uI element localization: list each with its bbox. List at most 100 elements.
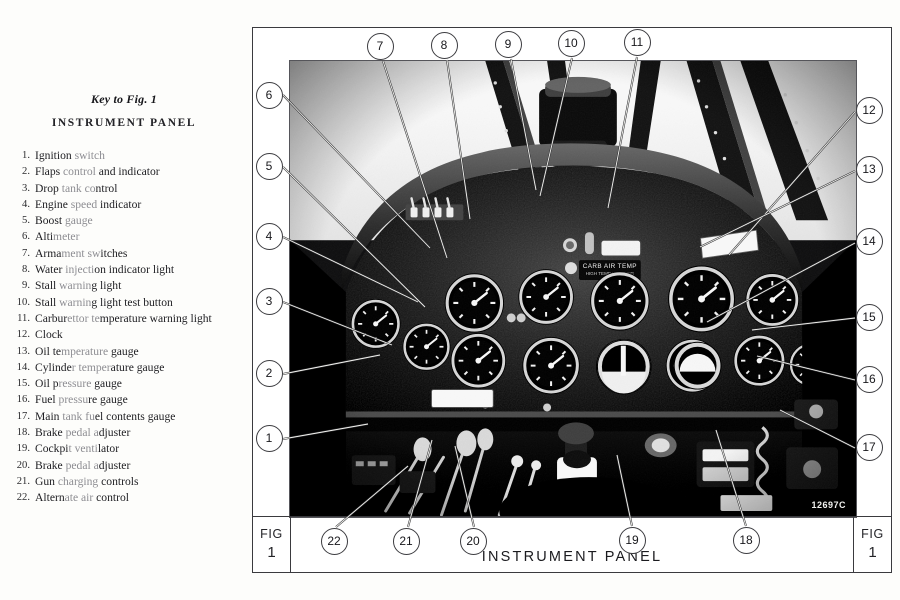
callout-number: 22 [327,534,341,548]
key-item-list: 1. Ignition switch 2. Flaps control and ind… [10,148,248,507]
key-item-number: 18. [16,427,30,439]
key-item-number: 17. [16,410,30,422]
callout-7[interactable]: 7 [366,32,394,60]
fig-label-left-number: 1 [267,544,276,561]
key-item-number: 1. [22,150,30,161]
callout-number: 19 [625,533,639,547]
callout-4[interactable]: 4 [255,222,283,250]
callout-1[interactable]: 1 [255,424,283,452]
key-item-label: Ignition switch [35,149,105,162]
key-item-number: 2. [22,166,30,178]
callout-16[interactable]: 16 [855,365,883,393]
key-item-number: 4. [22,198,30,210]
key-item-number: 19. [16,443,30,455]
callout-number: 1 [265,431,273,445]
callout-number: 13 [862,162,876,176]
fig-label-right: FIG 1 [853,516,891,572]
key-item-number: 5. [22,215,30,227]
callout-18[interactable]: 18 [732,526,760,554]
key-item-number: 14. [16,361,30,373]
callout-8[interactable]: 8 [430,31,458,59]
key-item-number: 16. [16,394,30,406]
fig-label-left-text: FIG [260,527,283,541]
callout-number: 16 [862,372,876,386]
key-item-label: Cockpit ventilator [35,442,120,456]
key-item-number: 6. [22,231,30,243]
callout-17[interactable]: 17 [855,433,883,461]
callout-number: 14 [862,234,876,248]
callout-number: 20 [466,534,480,548]
key-item: 11.Carburettor temperature warning light [10,311,248,327]
key-item: 9.Stall warning light [10,278,248,294]
callout-20[interactable]: 20 [459,527,487,555]
callout-number: 2 [265,366,273,380]
key-item-label: Engine speed indicator [35,197,142,211]
callout-number: 12 [862,103,876,117]
figure-frame: CARB AIR TEMP HIGH TEMP WARNING [252,27,892,573]
fig-label-right-text: FIG [861,527,884,541]
callout-10[interactable]: 10 [557,29,585,57]
key-item: 7.Armament switches [10,246,248,262]
key-item: 10.Stall warning light test button [10,295,248,311]
photo-negative-id: 12697C [811,500,846,510]
figure-caption: INSTRUMENT PANEL [481,549,663,565]
callout-22[interactable]: 22 [320,527,348,555]
callout-12[interactable]: 12 [855,96,883,124]
key-item-label: Boost gauge [35,214,93,228]
key-item: 12.Clock [10,327,248,343]
key-item: 13. Oil temperature gauge [10,344,248,360]
key-item-label: Carburettor temperature warning light [35,311,212,325]
callout-number: 7 [376,39,384,53]
key-item-number: 7. [22,247,30,259]
key-item-label: Clock [35,328,63,342]
callout-number: 9 [504,37,512,51]
key-item: 5. Boost gauge [10,213,248,229]
callout-11[interactable]: 11 [623,28,651,56]
callout-15[interactable]: 15 [855,303,883,331]
key-item: 2. Flaps control and indicator [10,164,248,180]
callout-number: 21 [399,534,413,548]
key-item: 6. Altimeter [10,229,248,245]
callout-6[interactable]: 6 [255,81,283,109]
key-item-label: Oil pressure gauge [35,377,122,391]
callout-number: 18 [739,533,753,547]
key-item-label: Water injection indicator light [35,263,175,277]
key-column: Key to Fig. 1 INSTRUMENT PANEL 1.Ignitio… [0,0,248,600]
photo-image: CARB AIR TEMP HIGH TEMP WARNING [290,61,856,517]
key-item: 8.Water injection indicator light [10,262,248,278]
callout-number: 6 [265,88,273,102]
callout-3[interactable]: 3 [255,287,283,315]
key-item-label: Drop tank control [35,181,118,195]
key-item-label: Brake pedal adjuster [35,426,131,440]
cockpit-photograph: CARB AIR TEMP HIGH TEMP WARNING [289,60,857,518]
key-item: 22.Alternate air control [10,490,248,506]
key-item-label: Stall warning light test button [35,295,173,309]
key-item-label: Oil temperature gauge [35,344,139,358]
callout-number: 15 [862,310,876,324]
callout-13[interactable]: 13 [855,155,883,183]
key-item-label: Alternate air control [35,491,130,505]
key-item-label: Flaps control and indicator [35,165,160,179]
key-item-number: 20. [16,459,30,471]
callout-21[interactable]: 21 [392,527,420,555]
key-item: 3.Drop tank control [10,181,248,197]
key-item-label: Cylinder temperature gauge [35,360,165,374]
callout-2[interactable]: 2 [255,359,283,387]
key-item-label: Altimeter [35,230,80,244]
key-item: 14. Cylinder temperature gauge [10,360,248,376]
key-item: 15.Oil pressure gauge [10,376,248,392]
key-item-label: Main tank fuel contents gauge [35,409,176,423]
key-item: 1. Ignition switch [10,148,248,164]
key-item-number: 13. [16,345,30,357]
callout-19[interactable]: 19 [618,526,646,554]
callout-14[interactable]: 14 [855,227,883,255]
callout-number: 3 [265,294,273,308]
callout-9[interactable]: 9 [494,30,522,58]
callout-number: 11 [630,35,644,49]
callout-5[interactable]: 5 [255,152,283,180]
key-item: 17. Main tank fuel contents gauge [10,409,248,425]
key-item-number: 9. [22,280,30,292]
key-item-label: Fuel pressure gauge [35,393,128,407]
